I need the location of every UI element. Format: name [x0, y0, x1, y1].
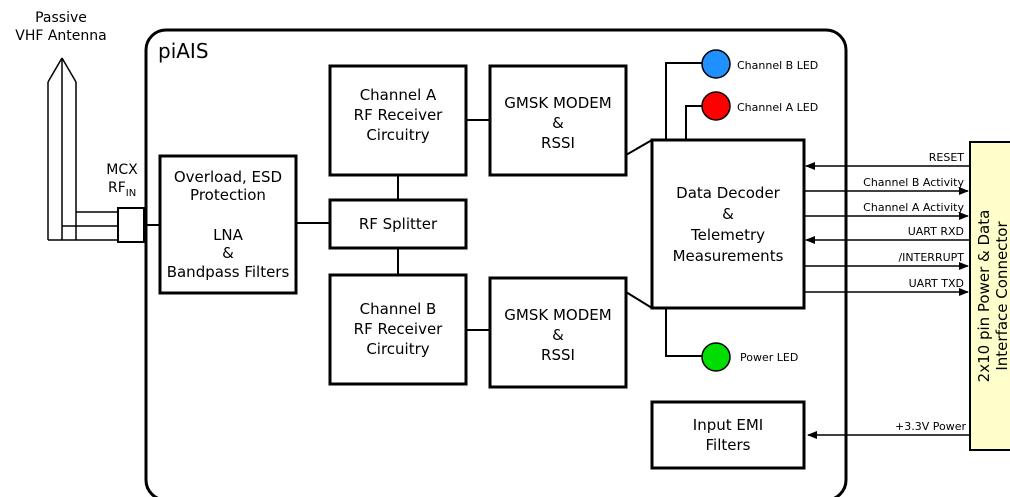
- svg-text:Filters: Filters: [706, 436, 751, 454]
- channel-b-led-label: Channel B LED: [737, 59, 818, 72]
- antenna-label-line1: Passive: [35, 10, 87, 26]
- svg-text:Telemetry: Telemetry: [690, 226, 765, 244]
- svg-text:RSSI: RSSI: [541, 346, 575, 364]
- svg-text:Input EMI: Input EMI: [693, 416, 763, 434]
- svg-text:Measurements: Measurements: [673, 247, 784, 265]
- svg-text:Protection: Protection: [190, 186, 266, 204]
- svg-text:RF Receiver: RF Receiver: [354, 320, 444, 338]
- signal-channel-a-activity: Channel A Activity: [863, 201, 964, 214]
- signal-uart-rxd: UART RXD: [908, 225, 964, 238]
- svg-text:Circuitry: Circuitry: [366, 340, 429, 358]
- svg-text:Circuitry: Circuitry: [366, 126, 429, 144]
- svg-text:RSSI: RSSI: [541, 134, 575, 152]
- signal-uart-txd: UART TXD: [909, 277, 964, 290]
- antenna-icon: [47, 57, 118, 241]
- board-title: piAIS: [158, 39, 209, 63]
- svg-text:GMSK MODEM: GMSK MODEM: [504, 306, 611, 324]
- rf-in-label: RFIN: [108, 180, 136, 199]
- mcx-connector: [117, 207, 145, 243]
- data-decoder-block: Data Decoder & Telemetry Measurements: [650, 138, 806, 310]
- svg-text:GMSK MODEM: GMSK MODEM: [504, 94, 611, 112]
- svg-text:&: &: [552, 326, 564, 344]
- channel-a-led-icon: [701, 91, 731, 121]
- svg-text:&: &: [722, 205, 734, 223]
- svg-text:&: &: [222, 244, 234, 262]
- signal-power-in: +3.3V Power: [895, 420, 966, 433]
- mcx-label: MCX: [106, 162, 138, 178]
- svg-text:Channel B: Channel B: [360, 300, 437, 318]
- wires: [144, 62, 702, 357]
- connector-label-line1: 2x10 pin Power & Data: [975, 210, 993, 383]
- channel-b-receiver-block: Channel B RF Receiver Circuitry: [328, 273, 468, 386]
- overload-protection-block: Overload, ESD Protection LNA & Bandpass …: [158, 154, 298, 295]
- signal-channel-b-activity: Channel B Activity: [863, 176, 964, 189]
- svg-text:RF Receiver: RF Receiver: [354, 106, 444, 124]
- signal-interrupt: /INTERRUPT: [898, 251, 964, 264]
- svg-text:RF Splitter: RF Splitter: [359, 215, 438, 233]
- signal-reset: RESET: [929, 151, 965, 164]
- connector-label-line2: Interface Connector: [993, 221, 1010, 371]
- antenna-label-line2: VHF Antenna: [15, 28, 107, 44]
- power-led-label: Power LED: [740, 351, 798, 364]
- svg-text:Channel A: Channel A: [360, 86, 437, 104]
- svg-text:Bandpass Filters: Bandpass Filters: [167, 263, 290, 281]
- svg-text:LNA: LNA: [213, 226, 244, 244]
- modem-a-block: GMSK MODEM & RSSI: [488, 64, 628, 177]
- svg-text:&: &: [552, 114, 564, 132]
- interface-connector: [969, 141, 1010, 451]
- channel-b-led-icon: [701, 49, 731, 79]
- input-emi-filters-block: Input EMI Filters: [650, 400, 806, 470]
- channel-a-receiver-block: Channel A RF Receiver Circuitry: [328, 64, 468, 177]
- channel-a-led-label: Channel A LED: [737, 101, 818, 114]
- modem-b-block: GMSK MODEM & RSSI: [488, 276, 628, 389]
- svg-text:Data Decoder: Data Decoder: [676, 184, 781, 202]
- power-led-icon: [701, 342, 731, 372]
- svg-text:Overload, ESD: Overload, ESD: [174, 168, 282, 186]
- rf-splitter-block: RF Splitter: [328, 198, 468, 250]
- signal-lines: [804, 162, 970, 439]
